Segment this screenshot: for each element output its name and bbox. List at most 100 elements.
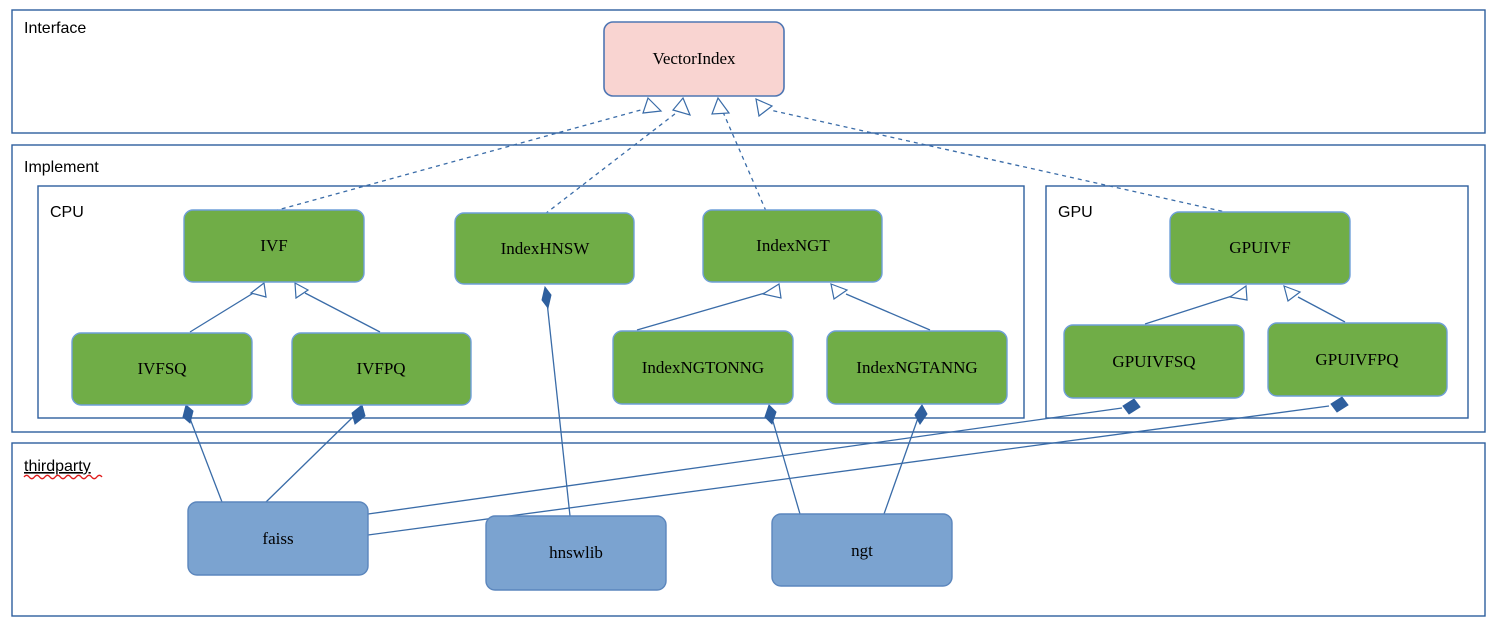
edge-faiss-to-gpuivfpq [367, 396, 1349, 536]
hollow-triangle-arrowhead-icon [761, 283, 782, 299]
edge-hnswlib-to-indexhnsw [541, 285, 571, 517]
node-indexngtanng[interactable]: IndexNGTANNG [826, 330, 1008, 405]
node-indexngtanng-rect[interactable] [826, 330, 1008, 405]
edge-line [546, 301, 571, 517]
group-thirdparty-label: thirdparty [24, 458, 91, 475]
node-indexngt-label: IndexNGT [756, 236, 830, 255]
filled-diamond-arrowhead-icon [764, 404, 777, 425]
edge-line [769, 109, 1231, 214]
edge-line [304, 292, 381, 333]
node-gpuivf[interactable]: GPUIVF [1169, 211, 1351, 285]
edge-line [1144, 295, 1233, 325]
group-interface-label: Interface [24, 20, 86, 37]
edge-line [771, 417, 801, 515]
node-gpuivfsq-label: GPUIVFSQ [1112, 352, 1195, 371]
node-gpuivfsq-rect[interactable] [1063, 324, 1245, 399]
node-ivfsq-label: IVFSQ [137, 359, 186, 378]
edge-indexngt-to-vectorindex [711, 96, 767, 212]
edge-ivf-to-vectorindex [273, 96, 663, 212]
hollow-triangle-arrowhead-icon [1228, 284, 1248, 301]
edge-faiss-to-ivfpq [265, 404, 366, 503]
edges-composition [182, 285, 1349, 536]
edge-line [883, 417, 919, 515]
hollow-triangle-arrowhead-icon [711, 96, 731, 115]
node-gpuivfpq[interactable]: GPUIVFPQ [1267, 322, 1448, 397]
node-indexngtonng[interactable]: IndexNGTONNG [612, 330, 794, 405]
edge-line [722, 111, 767, 212]
node-vectorindex-rect[interactable] [603, 21, 785, 97]
node-ivf-rect[interactable] [183, 209, 365, 283]
hollow-triangle-arrowhead-icon [755, 98, 774, 118]
node-ngt[interactable]: ngt [771, 513, 953, 587]
node-ivf[interactable]: IVF [183, 209, 365, 283]
node-indexhnsw[interactable]: IndexHNSW [454, 212, 635, 285]
node-gpuivf-label: GPUIVF [1229, 238, 1290, 257]
hollow-triangle-arrowhead-icon [671, 96, 692, 116]
edge-line [845, 293, 931, 331]
node-indexhnsw-rect[interactable] [454, 212, 635, 285]
edge-line [189, 291, 256, 333]
edges-generalization [189, 281, 1346, 333]
filled-diamond-arrowhead-icon [1330, 396, 1349, 413]
edge-ngt-to-indexngtanng [883, 404, 928, 515]
filled-diamond-arrowhead-icon [541, 285, 552, 310]
node-hnswlib-rect[interactable] [485, 515, 667, 591]
node-gpuivfpq-rect[interactable] [1267, 322, 1448, 397]
hollow-triangle-arrowhead-icon [830, 283, 849, 301]
group-cpu-label: CPU [50, 204, 84, 221]
node-faiss-label: faiss [262, 529, 293, 548]
edge-line [188, 415, 223, 503]
filled-diamond-arrowhead-icon [1122, 398, 1141, 415]
edge-line [273, 107, 649, 212]
node-indexngt-rect[interactable] [702, 209, 883, 283]
node-faiss[interactable]: faiss [187, 501, 369, 576]
hollow-triangle-arrowhead-icon [249, 281, 267, 298]
edge-faiss-to-gpuivfsq [367, 398, 1141, 515]
hollow-triangle-arrowhead-icon [642, 96, 663, 114]
node-indexngt[interactable]: IndexNGT [702, 209, 883, 283]
nodes: VectorIndex IVF IndexHNSW IndexNGT GPUIV… [71, 21, 1448, 591]
edge-ngt-to-indexngtonng [764, 404, 801, 515]
node-ivf-label: IVF [260, 236, 287, 255]
group-gpu-label: GPU [1058, 204, 1093, 221]
node-ngt-label: ngt [851, 541, 873, 560]
node-gpuivfpq-label: GPUIVFPQ [1315, 350, 1398, 369]
edge-line [367, 407, 1123, 515]
node-indexngtonng-rect[interactable] [612, 330, 794, 405]
node-indexngtonng-label: IndexNGTONNG [642, 358, 764, 377]
filled-diamond-arrowhead-icon [914, 404, 928, 425]
node-gpuivf-rect[interactable] [1169, 211, 1351, 285]
edge-indexngtonng-to-indexngt [636, 283, 782, 331]
edge-ivfsq-to-ivf [189, 281, 267, 333]
hollow-triangle-arrowhead-icon [294, 281, 310, 300]
node-ngt-rect[interactable] [771, 513, 953, 587]
filled-diamond-arrowhead-icon [351, 404, 366, 425]
edge-line [636, 292, 766, 331]
node-ivfpq-label: IVFPQ [356, 359, 405, 378]
edge-ivfpq-to-ivf [294, 281, 381, 333]
node-indexngtanng-label: IndexNGTANNG [856, 358, 977, 377]
node-hnswlib[interactable]: hnswlib [485, 515, 667, 591]
node-hnswlib-label: hnswlib [549, 543, 603, 562]
edge-line [265, 416, 354, 503]
edge-line [367, 405, 1330, 536]
node-ivfsq[interactable]: IVFSQ [71, 332, 253, 406]
edge-gpuivfpq-to-gpuivf [1283, 285, 1346, 323]
node-ivfpq[interactable]: IVFPQ [291, 332, 472, 406]
node-ivfpq-rect[interactable] [291, 332, 472, 406]
node-faiss-rect[interactable] [187, 501, 369, 576]
edge-gpuivf-to-vectorindex [755, 98, 1231, 214]
node-indexhnsw-label: IndexHNSW [501, 239, 591, 258]
edge-indexngtanng-to-indexngt [830, 283, 931, 331]
node-vectorindex[interactable]: VectorIndex [603, 21, 785, 97]
node-gpuivfsq[interactable]: GPUIVFSQ [1063, 324, 1245, 399]
node-vectorindex-label: VectorIndex [652, 49, 736, 68]
hollow-triangle-arrowhead-icon [1283, 285, 1302, 303]
node-ivfsq-rect[interactable] [71, 332, 253, 406]
spellcheck-squiggle-icon [23, 474, 103, 480]
group-implement-label: Implement [24, 159, 99, 176]
edge-line [1297, 296, 1346, 323]
filled-diamond-arrowhead-icon [182, 404, 194, 424]
